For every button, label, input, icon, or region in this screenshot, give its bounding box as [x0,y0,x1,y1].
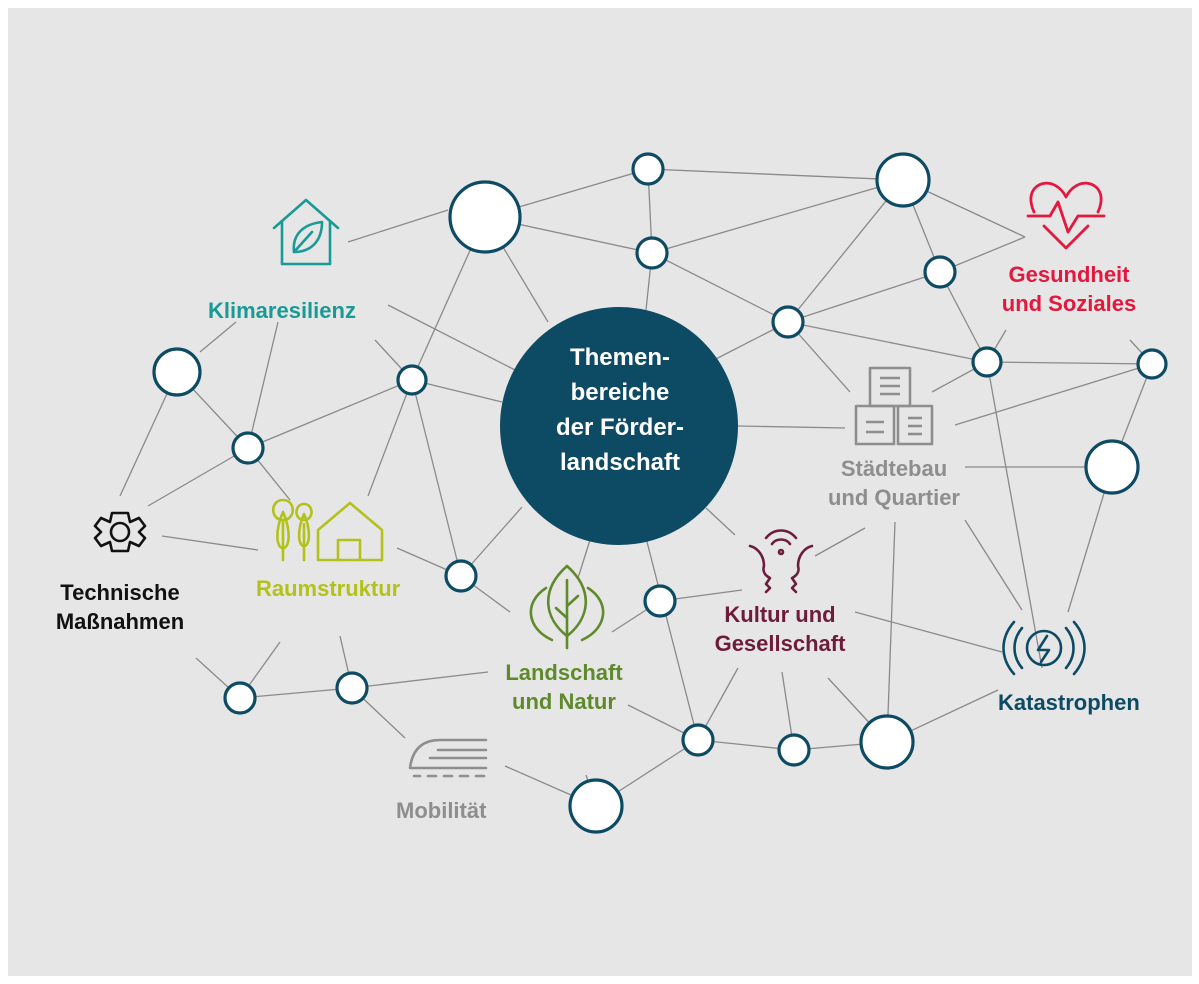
edge [787,179,904,323]
edge [886,521,896,743]
edge [347,209,449,243]
network-node [923,255,957,289]
trees-house-icon [271,498,384,562]
topic-label-raumstruktur: Raumstruktur [256,576,401,601]
lightning-waves-icon [1002,620,1086,676]
edge [964,519,1023,611]
network-node [777,733,811,767]
topic-label-line: Gesundheit [1008,262,1130,287]
faces-dialogue-icon [748,529,814,594]
edge [986,361,1043,669]
network-node [635,236,669,270]
edge [577,539,591,579]
network-node [875,152,931,208]
topic-label-gesundheit: Gesundheit und Soziales [998,260,1140,318]
edge [239,687,353,699]
edge [651,179,904,254]
topic-label-line: Technische [60,580,180,605]
network-node [771,305,805,339]
topic-label-line: und Soziales [1001,291,1137,316]
network-node [681,723,715,757]
edge [199,321,237,353]
center-title-line: bereiche [570,379,670,406]
network-node [231,431,265,465]
network-node [568,778,624,834]
topic-label-line: Städtebau [840,456,948,481]
house-leaf-icon [272,198,340,266]
edge [854,611,1003,653]
edge [645,537,699,741]
train-icon [408,738,488,778]
topic-label-line: und Natur [512,689,616,714]
edge [147,447,249,507]
topic-label-line: Maßnahmen [55,609,185,634]
network-nodes [152,152,1168,834]
topic-label-landschaft: Landschaft und Natur [494,658,634,716]
heart-pulse-icon [1026,181,1106,250]
topic-label-line: Kultur und [724,602,836,627]
network-node [643,584,677,618]
edge [161,535,259,551]
topic-label-line: Gesellschaft [714,631,846,656]
topic-label-klimaresilienz: Klimaresilienz [208,298,356,323]
topic-label-mobilitaet: Mobilität [396,798,487,823]
edge [647,168,904,181]
network-node [859,714,915,770]
edge [367,379,413,497]
network-node [444,559,478,593]
topic-label-staedtebau: Städtebau und Quartier [816,454,972,512]
edge [986,361,1153,365]
network-node [335,671,369,705]
topic-label-line: Landschaft [505,660,623,685]
edge [787,271,941,323]
edge [705,507,736,536]
center-title-line: landschaft [559,449,681,476]
network-node [631,152,665,186]
network-node [152,347,202,397]
edge [737,425,846,429]
network-node [223,681,257,715]
edge [247,379,413,449]
leaf-icon [529,564,605,650]
center-title-line: Themen- [569,344,670,371]
network-node [396,364,428,396]
edge [939,271,988,363]
edge [387,304,516,371]
topic-label-kultur: Kultur und Gesellschaft [702,600,858,658]
edge [247,321,279,449]
network-node [1136,348,1168,380]
edge [351,671,489,689]
network-node [971,346,1003,378]
edge [651,252,789,323]
network-node [448,180,522,254]
network-node [1084,439,1140,495]
edge [787,321,988,363]
center-title-line: der Förder- [555,414,684,441]
topic-label-technik: Technische Maßnahmen [46,578,194,636]
edge [954,363,1153,426]
topic-label-line: und Quartier [827,485,960,510]
topic-label-katastrophen: Katastrophen [998,690,1140,715]
buildings-icon [854,366,934,446]
edge [814,527,866,557]
edge [411,379,462,577]
gear-icon [93,511,147,553]
center-title: Themen- bereiche der Förder- landschaft [502,340,738,480]
center-circle [500,307,738,545]
